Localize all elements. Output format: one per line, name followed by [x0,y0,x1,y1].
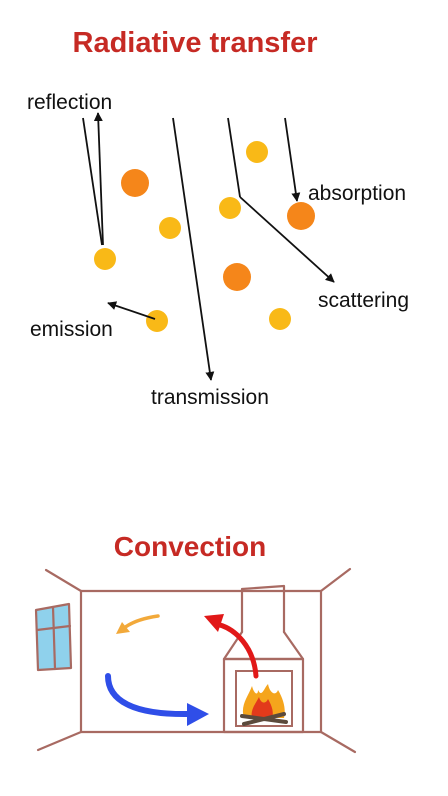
absorption-label: absorption [308,182,406,205]
particle-small [269,308,291,330]
reflection-outgoing-arrow [93,112,104,246]
cold-air-arrow [105,673,193,718]
absorption-arrow [284,117,301,202]
room-edge-top-left [44,568,83,593]
reflection-incoming-ray [82,117,103,246]
logs [240,712,288,726]
warm-air-arrow [122,614,160,630]
transmission-arrow [172,117,215,381]
window-mullion-vertical [51,605,57,671]
scattering-incoming-ray [227,117,241,198]
particle-large [121,169,149,197]
fireplace [222,584,305,734]
reflection-rays [82,112,104,246]
chimney [240,584,286,634]
transmission-label: transmission [151,386,269,409]
warm-air-arrowhead [116,622,130,634]
convection-title: Convection [114,531,266,562]
radiative-transfer-title: Radiative transfer [73,27,318,59]
particle-small [94,248,116,270]
room-edge-bottom-left [36,730,83,752]
particle-large [223,263,251,291]
scattering-rays [227,117,335,283]
back-wall [79,589,323,734]
convection-section: Convection [34,531,357,754]
room-drawing [34,567,357,754]
particle-large [287,202,315,230]
particle-small [246,141,268,163]
scattering-outgoing-arrow [239,196,335,283]
emission-arrow [107,301,156,320]
hot-air-arrow [213,621,259,679]
reflection-label: reflection [27,91,112,114]
window-mullion-horizontal [35,624,72,632]
cold-air-arrowhead [187,703,209,726]
room-edge-top-right [319,567,352,593]
particle-small [146,310,168,332]
radiative-transfer-section: Radiative transfer reflection transmissi… [27,27,409,409]
fireplace-body [222,657,305,734]
emission-label: emission [30,318,113,341]
window [34,602,73,672]
particles [94,141,315,332]
flame-inner [251,697,273,718]
room-edge-bottom-right [319,730,357,754]
fire-icon [240,684,288,726]
scattering-label: scattering [318,289,409,312]
particle-small [219,197,241,219]
hot-air-arrowhead [204,614,224,632]
particle-small [159,217,181,239]
